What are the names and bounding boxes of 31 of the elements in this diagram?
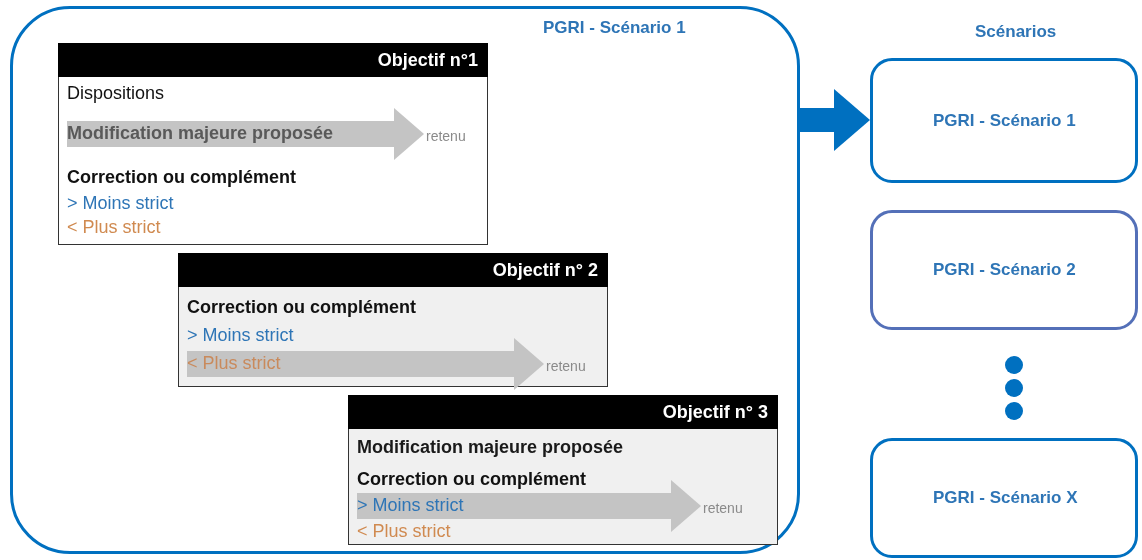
highlight-arrow (187, 338, 544, 390)
card-header: Objectif n°1 (58, 43, 488, 77)
objective-card (58, 43, 488, 245)
section-heading: Correction ou complément (67, 166, 297, 188)
section-heading: Correction ou complément (357, 468, 587, 490)
scenario-panel (10, 6, 800, 554)
list-item-text: < Plus strict (67, 216, 161, 238)
status-text: retenu (546, 355, 586, 377)
highlight-arrow (67, 108, 424, 160)
scenario-box: PGRI - Scénario X (870, 438, 1138, 558)
column-heading: Scénarios (975, 22, 1057, 42)
objective-card (178, 253, 608, 387)
list-item-text: > Moins strict (67, 192, 174, 214)
block-arrow (800, 89, 870, 151)
list-item-text: Modification majeure proposée (67, 122, 334, 144)
highlight-arrow (357, 480, 701, 532)
list-item-text: < Plus strict (187, 352, 281, 374)
status-text: retenu (703, 497, 743, 519)
scenario-box: PGRI - Scénario 2 (870, 210, 1138, 330)
section-text: Dispositions (67, 82, 165, 104)
card-header: Objectif n° 2 (178, 253, 608, 287)
list-item-text: > Moins strict (357, 494, 464, 516)
list-item-text: Modification majeure proposée (357, 436, 624, 458)
panel-title: PGRI - Scénario 1 (543, 17, 686, 39)
objective-card (348, 395, 778, 545)
card-header: Objectif n° 3 (348, 395, 778, 429)
list-item-text: > Moins strict (187, 324, 294, 346)
scenario-box: PGRI - Scénario 1 (870, 58, 1138, 183)
status-text: retenu (426, 125, 466, 147)
list-item-text: < Plus strict (357, 520, 451, 542)
section-heading: Correction ou complément (187, 296, 417, 318)
